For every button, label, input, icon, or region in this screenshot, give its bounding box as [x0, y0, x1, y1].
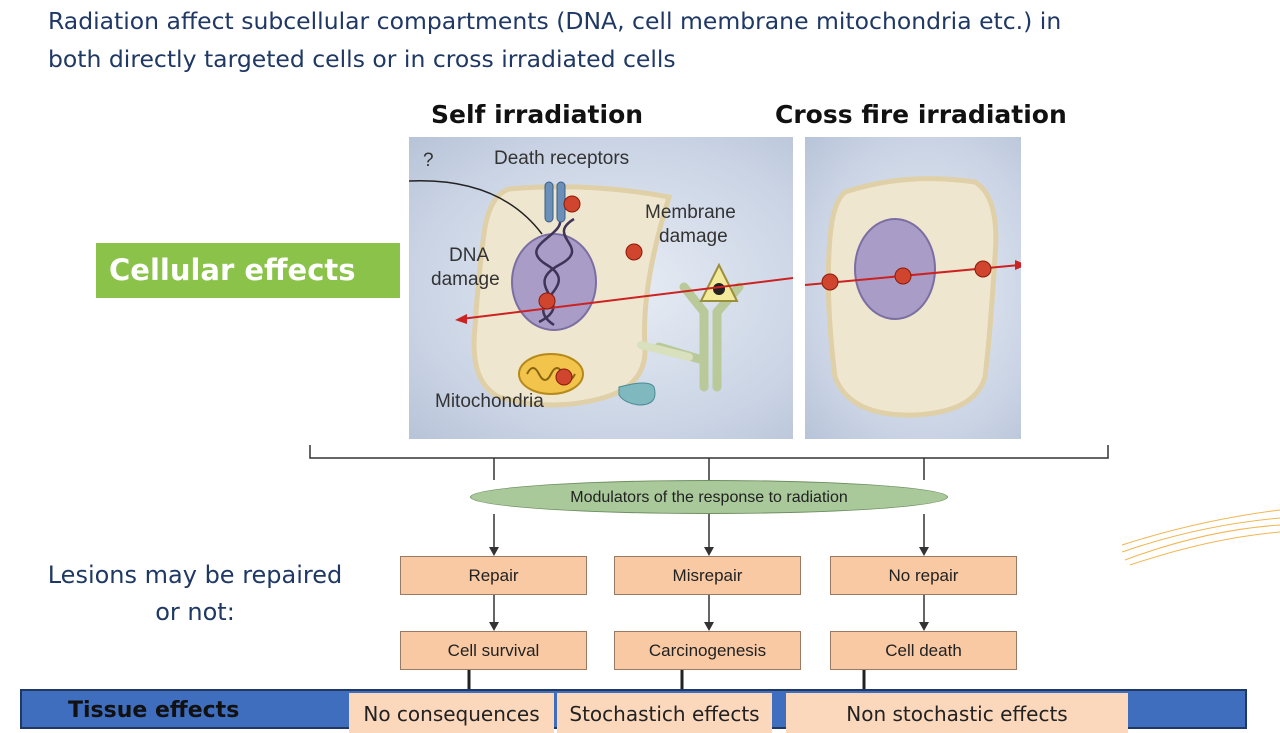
antibody [654, 282, 744, 392]
cross-fire-illustration [805, 176, 1021, 418]
damage-mark [821, 273, 839, 291]
cellular-effects-box: Cellular effects [96, 243, 400, 298]
no-repair-box: No repair [830, 556, 1017, 595]
nucleus [854, 218, 936, 320]
dna-damage-label-2: damage [431, 269, 500, 290]
arrow-head [704, 622, 714, 631]
arrow-head [489, 547, 499, 556]
cross-fire-irradiation-title: Cross fire irradiation [775, 100, 1067, 129]
modulators-oval: Modulators of the response to radiation [470, 480, 948, 514]
nucleus [511, 233, 597, 331]
carcinogenesis-box: Carcinogenesis [614, 631, 801, 670]
bracket [309, 445, 1109, 459]
damage-mark [625, 243, 643, 261]
no-consequences-box: No consequences [349, 693, 554, 733]
dna-damage-label-1: DNA [449, 245, 490, 266]
stochastic-effects-box: Stochastich effects [557, 693, 772, 733]
cross-fire-panel [805, 137, 1021, 439]
arrow-head [919, 622, 929, 631]
damage-mark [555, 368, 573, 386]
arrow-head [704, 547, 714, 556]
lesions-line-1: Lesions may be repaired [47, 561, 343, 589]
arrow-head [919, 547, 929, 556]
damage-mark [894, 267, 912, 285]
damage-mark [563, 195, 581, 213]
lesions-text: Lesions may be repaired or not: [20, 557, 370, 631]
question-label: ? [423, 150, 434, 171]
damage-mark [538, 292, 556, 310]
self-irradiation-illustration [409, 179, 793, 408]
intro-line-1: Radiation affect subcellular compartment… [48, 7, 1062, 35]
intro-text: Radiation affect subcellular compartment… [48, 2, 1230, 78]
ligand-blob [618, 382, 656, 406]
damage-mark [974, 260, 992, 278]
decorative-swoosh [1121, 509, 1280, 566]
non-stochastic-effects-box: Non stochastic effects [786, 693, 1128, 733]
tissue-effects-label: Tissue effects [68, 698, 240, 723]
death-receptors-label: Death receptors [494, 148, 630, 169]
misrepair-box: Misrepair [614, 556, 801, 595]
membrane-damage-label-1: Membrane [645, 202, 736, 223]
membrane-damage-label-2: damage [659, 226, 728, 247]
self-irradiation-panel: ? Death receptors Membrane damage DNA da… [409, 137, 793, 439]
self-irradiation-title: Self irradiation [431, 100, 644, 129]
arrow-head [489, 622, 499, 631]
radiation-path [460, 277, 793, 320]
cell-death-box: Cell death [830, 631, 1017, 670]
intro-line-2: both directly targeted cells or in cross… [48, 45, 676, 73]
mitochondria-label: Mitochondria [435, 391, 544, 412]
lesions-line-2: or not: [155, 598, 235, 626]
death-receptor [544, 181, 554, 223]
repair-box: Repair [400, 556, 587, 595]
cell-survival-box: Cell survival [400, 631, 587, 670]
